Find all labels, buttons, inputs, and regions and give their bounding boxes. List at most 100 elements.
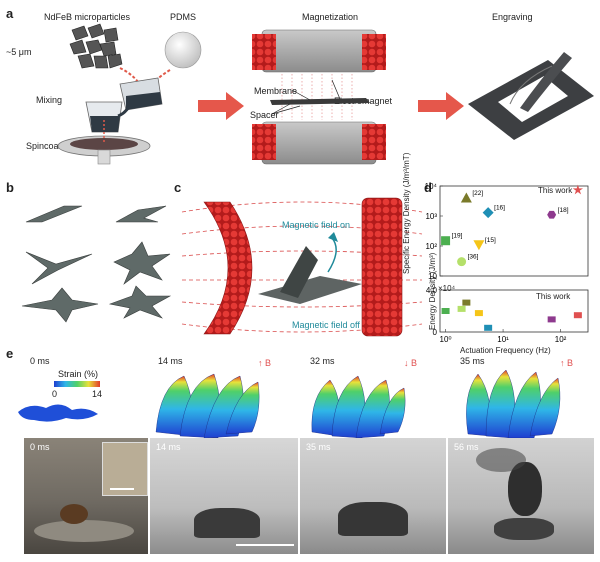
shape-cross <box>108 285 172 319</box>
electromagnet-bottom <box>252 121 386 165</box>
panel-label-d: d <box>424 180 432 195</box>
data-point <box>473 240 485 251</box>
particle-size-label: ~5 μm <box>6 47 32 57</box>
field-up-indicator: ↑ B <box>258 358 272 368</box>
field-off-label: Magnetic field off <box>292 320 360 330</box>
scale-bar <box>236 544 294 546</box>
point-ref-label: [18] <box>558 207 569 214</box>
data-bar <box>484 324 493 331</box>
membrane-shape <box>270 98 370 105</box>
sim-time-1: 14 ms <box>158 356 183 366</box>
engraving-label: Engraving <box>492 12 533 22</box>
y-tick-label: 10⁴ <box>425 182 438 191</box>
bottom-chart-annotation: This work <box>536 292 571 301</box>
data-point <box>572 184 584 195</box>
sim-time-2: 32 ms <box>310 356 335 366</box>
strain-simulation-frames <box>18 369 561 439</box>
x-tick-label: 10⁰ <box>440 335 452 344</box>
flower-sim-14ms <box>155 373 260 439</box>
data-point <box>457 257 467 267</box>
y-tick-label: 4.0 <box>426 286 438 295</box>
x-tick-label: 10² <box>555 335 567 344</box>
exp-time-1: 14 ms <box>156 442 181 452</box>
pdms-droplet <box>164 31 202 69</box>
beaker-icon <box>85 77 163 133</box>
field-lines <box>281 74 353 120</box>
field-down-indicator: ↓ B <box>404 358 418 368</box>
strain-min: 0 <box>52 389 58 399</box>
y-tick-label: 10 <box>428 272 437 281</box>
raised-petal <box>280 246 318 298</box>
inset-scale-bar <box>110 488 134 490</box>
spacer-label: Spacer <box>250 110 279 120</box>
ndfeb-label: NdFeB microparticles <box>44 12 131 22</box>
ndfeb-particles <box>69 23 123 69</box>
exp-time-2: 35 ms <box>306 442 331 452</box>
flat-membrane <box>258 276 362 304</box>
photo-frame-1 <box>150 438 298 554</box>
spincoater-icon <box>57 120 151 165</box>
photo-frame-0 <box>24 438 148 554</box>
arrow-right-icon <box>198 92 244 120</box>
data-bar <box>441 308 450 314</box>
data-point <box>441 236 451 246</box>
strain-colorbar <box>54 381 100 387</box>
engraved-membrane <box>468 52 594 140</box>
magnetization-label: Magnetization <box>302 12 359 22</box>
shape-bowtie <box>115 205 167 223</box>
data-bar <box>474 310 483 317</box>
point-ref-label: [36] <box>468 254 479 261</box>
mixing-label: Mixing <box>36 95 63 105</box>
y-tick-label: 0 <box>433 328 438 337</box>
photo-frame-2 <box>300 438 446 554</box>
x-axis-label: Actuation Frequency (Hz) <box>460 346 551 355</box>
electromagnet-right <box>361 197 403 337</box>
panel-b-shapes <box>21 205 172 323</box>
strain-max: 14 <box>92 389 103 399</box>
point-ref-label: [19] <box>452 233 463 240</box>
exp-time-0: 0 ms <box>30 442 50 452</box>
electromagnet-top <box>252 29 386 73</box>
sim-time-0: 0 ms <box>30 356 50 366</box>
panel-label-b: b <box>6 180 14 195</box>
data-point <box>547 210 557 219</box>
panel-c-illustration <box>181 197 423 337</box>
y-tick-label: 10² <box>425 242 437 251</box>
x-tick-label: 10¹ <box>497 335 509 344</box>
membrane-label: Membrane <box>254 86 298 96</box>
point-ref-label: [22] <box>472 190 483 197</box>
field-on-label: Magnetic field on <box>282 220 351 230</box>
sim-time-3: 35 ms <box>460 356 485 366</box>
photo-frame-3 <box>448 438 594 554</box>
panel-a-illustration <box>57 23 594 165</box>
data-point <box>460 192 472 203</box>
arrow-right-icon <box>418 92 464 120</box>
data-point <box>482 207 494 219</box>
top-chart-annotation: This work <box>538 186 573 195</box>
strain-colorbar-title: Strain (%) <box>58 369 99 379</box>
pdms-label: PDMS <box>170 12 197 22</box>
data-bar <box>462 299 471 306</box>
top-plot-frame <box>439 185 589 277</box>
flower-sim-35ms <box>466 369 561 439</box>
spincoating-label: Spincoating <box>26 141 74 151</box>
shape-rhombus <box>25 205 83 223</box>
shape-three-petal <box>25 251 93 285</box>
data-bar <box>547 316 556 323</box>
shape-four-petal <box>113 241 171 285</box>
bottom-chart-exponent: ×10⁴ <box>438 284 456 293</box>
panel-label-c: c <box>174 180 182 195</box>
point-ref-label: [16] <box>494 205 505 212</box>
electromagnet-left <box>203 201 253 335</box>
y-tick-label: 10³ <box>425 212 437 221</box>
panel-label-e: e <box>6 346 14 361</box>
flat-flower-sim <box>18 404 98 422</box>
shape-star <box>21 287 99 323</box>
point-ref-label: [15] <box>485 237 496 244</box>
data-bar <box>573 312 582 319</box>
data-bar <box>457 305 466 312</box>
panel-label-a: a <box>6 6 14 21</box>
flower-sim-32ms <box>311 375 406 439</box>
field-up-indicator-2: ↑ B <box>560 358 574 368</box>
